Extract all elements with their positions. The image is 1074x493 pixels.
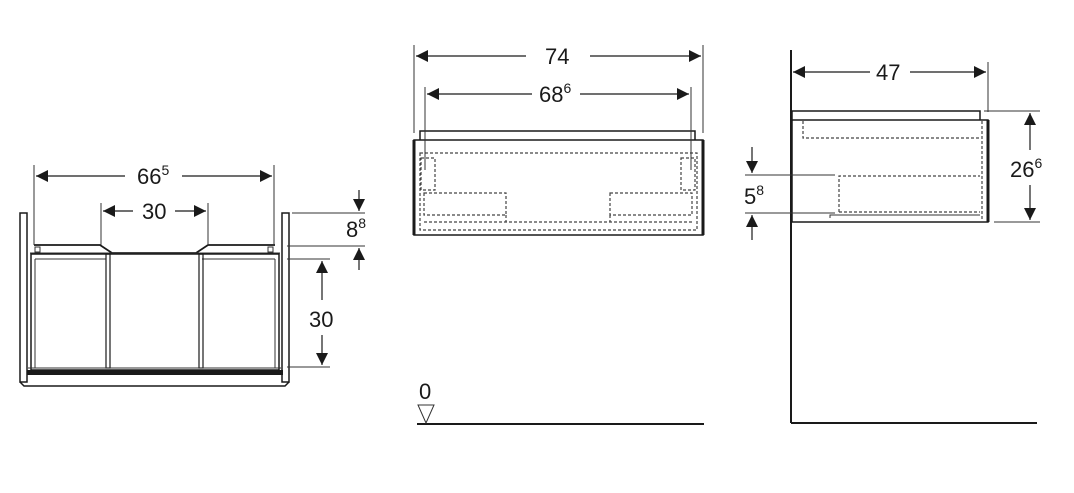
dim-top-overall-width: 74 [545, 44, 569, 69]
top-shelf-cutout [34, 244, 275, 254]
top-view: 74 686 0 [412, 44, 705, 425]
level-marker-icon [417, 404, 435, 425]
bottom-plinth [27, 370, 283, 375]
dim-side-height: 266 [1010, 155, 1042, 182]
dim-cutout-width: 30 [142, 199, 166, 224]
front-view: 665 30 88 30 [19, 162, 366, 387]
side-view: 47 266 58 [744, 50, 1042, 424]
drawer-front [30, 253, 280, 371]
cabinet-side-outline [791, 119, 989, 223]
left-side-panel [19, 212, 28, 383]
dim-side-depth: 47 [876, 60, 900, 85]
floor-level-label: 0 [419, 379, 431, 404]
cabinet-outline [413, 139, 704, 236]
dim-top-offset: 88 [346, 215, 366, 242]
dim-drawer-height: 30 [309, 307, 333, 332]
dim-front-overall-width: 665 [137, 162, 169, 189]
dim-bottom-offset: 58 [744, 182, 764, 209]
divider-left [105, 253, 111, 369]
right-side-panel [281, 212, 290, 383]
dim-top-inner-width: 686 [539, 80, 571, 107]
divider-right [198, 253, 204, 369]
